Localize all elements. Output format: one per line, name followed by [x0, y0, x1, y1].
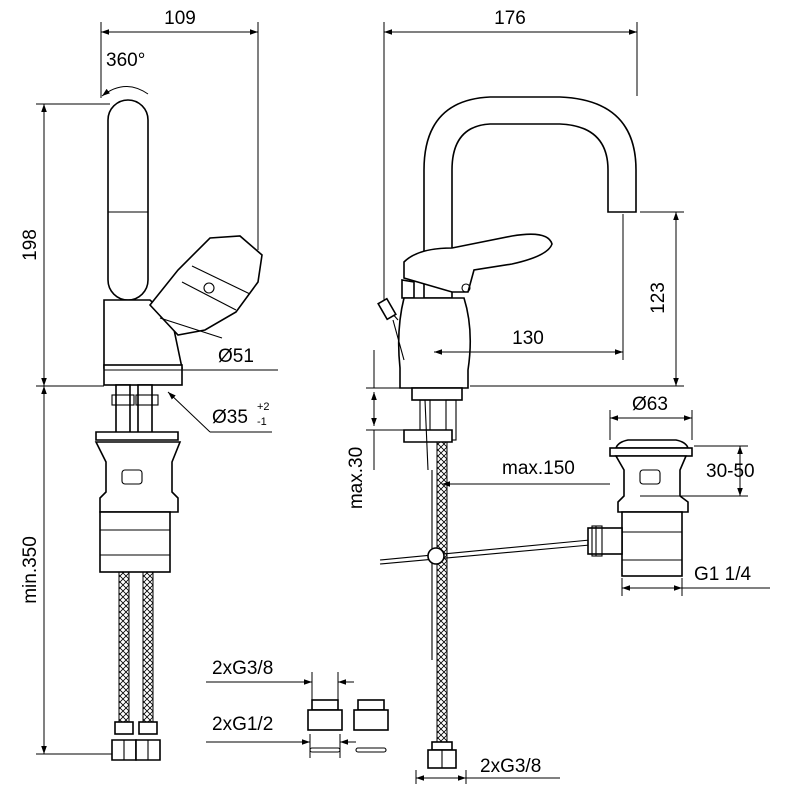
dim-hose-thread: 2xG3/8	[480, 756, 541, 777]
front-lever	[403, 233, 553, 293]
side-waste	[94, 441, 182, 513]
side-spout	[107, 99, 149, 301]
side-hose-left	[118, 571, 130, 723]
dim-base-diameter: Ø51	[218, 346, 254, 367]
dim-waste-thread: G1 1/4	[694, 564, 751, 585]
side-lever-head	[148, 235, 263, 336]
dim-hole-diameter: Ø35	[212, 407, 248, 428]
waste-detail: Ø63 30-50 G1 1/4	[587, 394, 770, 596]
dim-deck-thickness: max.30	[346, 447, 367, 509]
front-view	[377, 96, 637, 769]
dim-side-width: 109	[164, 8, 196, 29]
dim-waste-height: 30-50	[706, 461, 755, 482]
front-hose	[436, 441, 448, 743]
dim-min-hose: min.350	[20, 536, 41, 604]
waste-cap	[614, 439, 690, 449]
front-body	[397, 297, 472, 389]
dim-rod-reach: max.150	[502, 458, 575, 479]
dim-rotation: 360°	[106, 50, 145, 71]
dim-spout-reach: 130	[512, 328, 544, 349]
dim-side-height: 198	[20, 229, 41, 261]
dim-front-width: 176	[494, 8, 526, 29]
front-dimensions: 176 123 130 max.30 max.150 2xG3/8	[346, 8, 684, 784]
dim-adapter-top: 2xG3/8	[212, 658, 273, 679]
side-dimensions: 109 360° 198 Ø51 Ø35 +2 -1 min.350	[20, 8, 278, 755]
dim-adapter-bottom: 2xG1/2	[212, 714, 273, 735]
dim-spout-height: 123	[648, 282, 669, 314]
side-hose-right	[142, 571, 154, 723]
adapters: 2xG3/8 2xG1/2	[206, 658, 389, 758]
dim-waste-diameter: Ø63	[632, 394, 668, 415]
dim-hole-tol-lower: -1	[257, 416, 267, 428]
dim-hole-tol-upper: +2	[257, 401, 270, 413]
